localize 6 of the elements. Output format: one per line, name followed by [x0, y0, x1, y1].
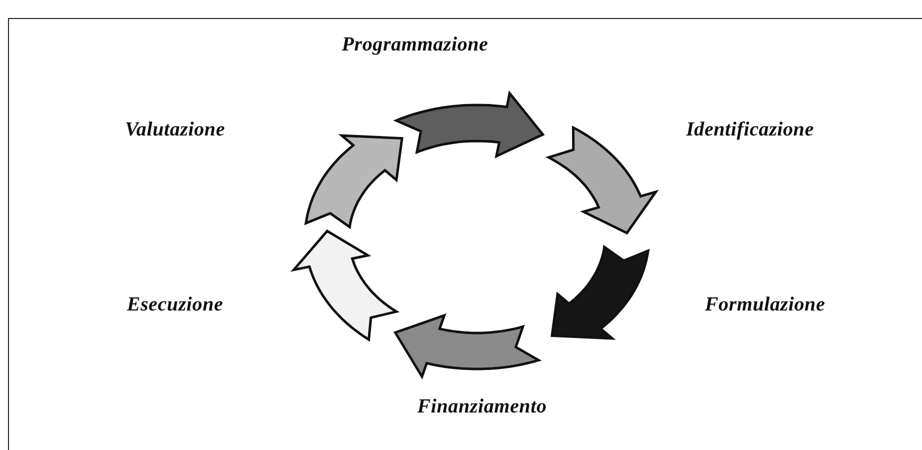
- phase-label: Esecuzione: [126, 294, 224, 316]
- phase-label: Valutazione: [125, 118, 225, 142]
- phase-label: Formulazione: [704, 294, 826, 316]
- phase-label: Programmazione: [342, 34, 488, 56]
- phase-label: Identificazione: [686, 118, 814, 142]
- phase-label: Finanziamento: [417, 396, 547, 418]
